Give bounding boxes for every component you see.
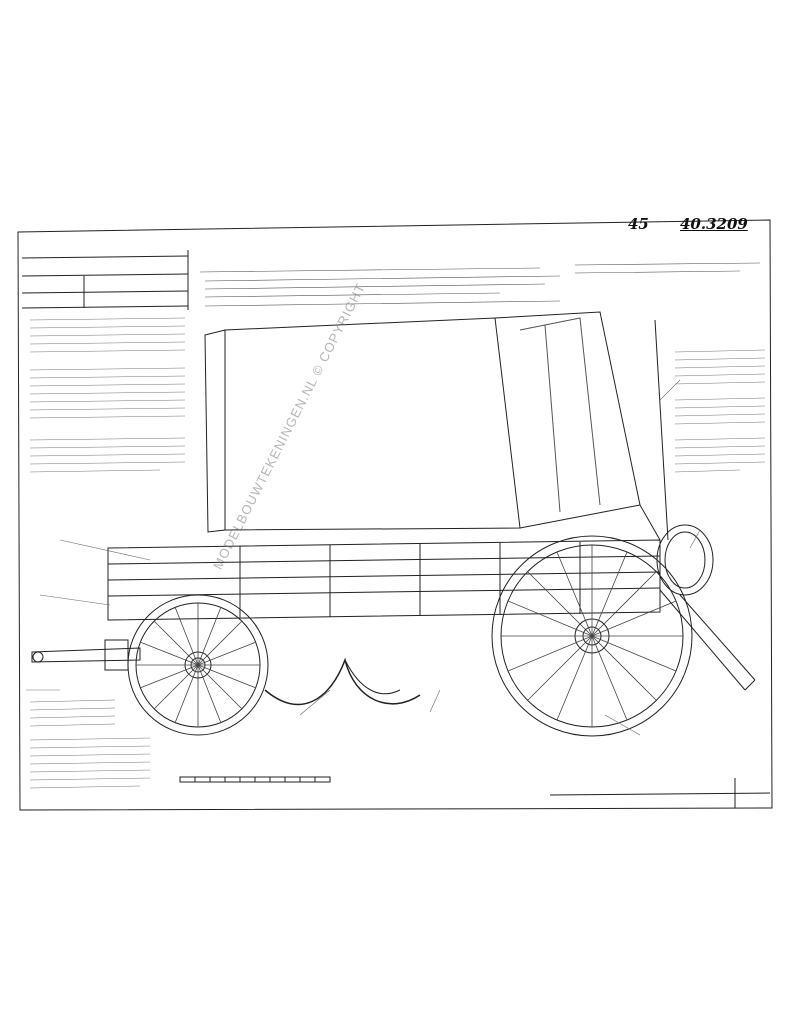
sheet-number: 45 xyxy=(628,215,649,233)
front-wheel xyxy=(127,594,269,736)
scale-bar xyxy=(179,776,331,783)
header-notes xyxy=(199,262,761,307)
canopy xyxy=(204,311,669,541)
wagon-box xyxy=(107,539,661,621)
water-barrel xyxy=(656,524,756,691)
sheet-border xyxy=(17,219,773,811)
title-block xyxy=(21,250,189,310)
note-paragraph-left xyxy=(29,317,186,473)
bottom-title-block xyxy=(549,778,771,808)
catalog-code: 40.3209 xyxy=(680,215,748,233)
leader-lines xyxy=(39,379,701,736)
note-paragraph-right xyxy=(674,349,766,473)
chains xyxy=(264,657,421,706)
note-paragraph-bottom-left xyxy=(26,689,151,789)
rear-wheel xyxy=(491,535,693,737)
wagon-tongue xyxy=(31,639,141,671)
